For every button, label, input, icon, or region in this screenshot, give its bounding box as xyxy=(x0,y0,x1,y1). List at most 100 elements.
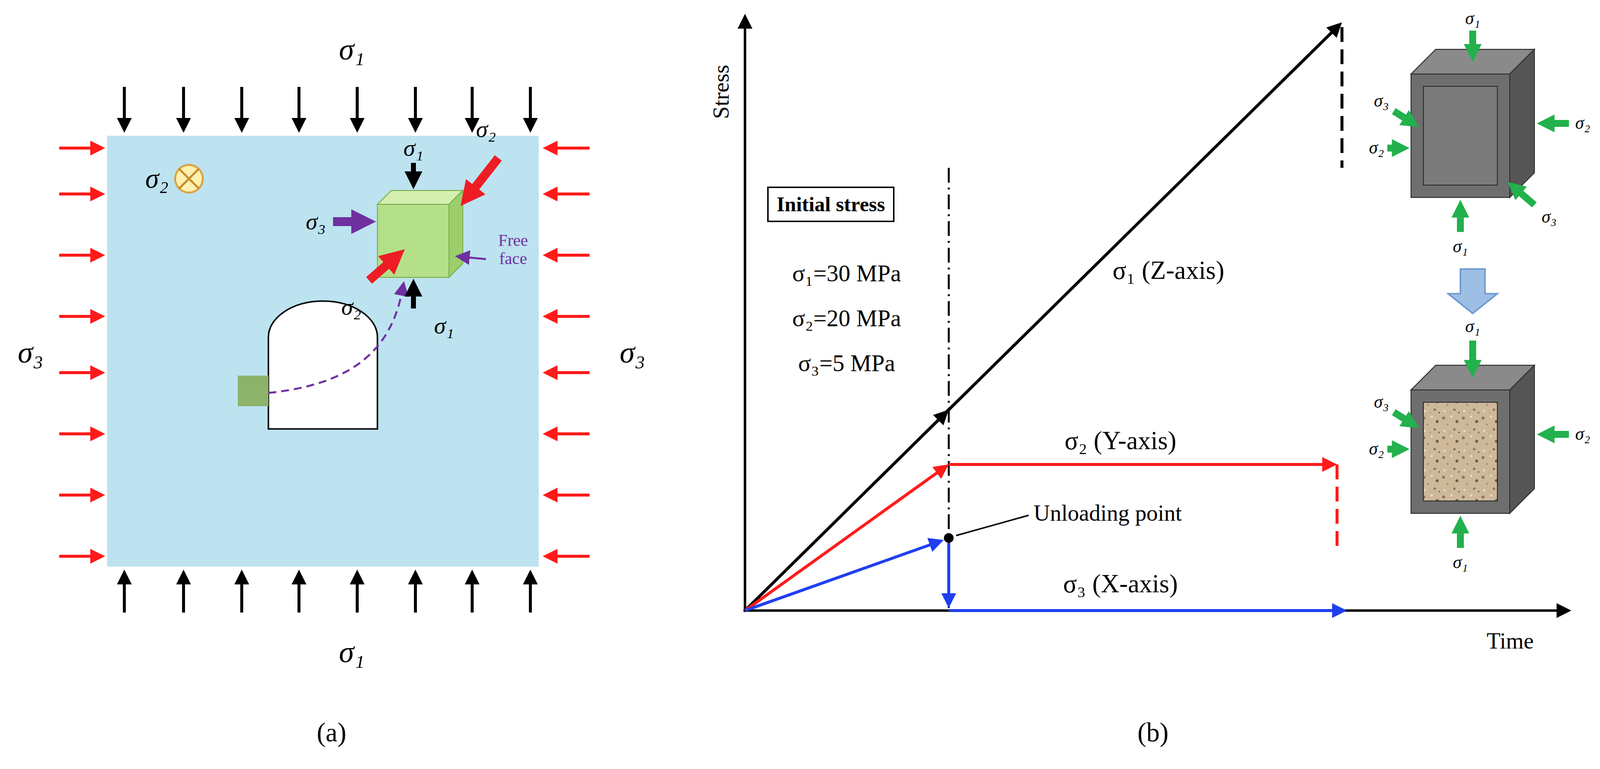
load-arrow xyxy=(1393,411,1409,422)
stress-symbol: σ₂ xyxy=(341,294,362,321)
sigma1-load-arrow xyxy=(122,86,126,123)
panel-caption: (b) xyxy=(1137,717,1169,747)
sigma1-arrow xyxy=(410,291,416,309)
sigma1-load-arrow xyxy=(470,86,474,123)
stress-value: σ₂=20 MPa xyxy=(792,305,901,332)
out-of-plane-symbol xyxy=(179,168,199,189)
stress-symbol: σ₁ xyxy=(1452,552,1468,573)
stress-symbol: σ₁ xyxy=(338,32,365,66)
sigma3-load-arrow xyxy=(553,192,590,196)
leader-arrow xyxy=(465,257,486,260)
specimen-cube xyxy=(1509,49,1535,198)
specimen-cube xyxy=(1423,86,1498,186)
sigma2-arrow xyxy=(369,260,392,281)
stress-symbol: σ₃ xyxy=(1374,91,1389,112)
sigma1-load-arrow xyxy=(470,579,474,613)
load-arrow xyxy=(1393,111,1409,121)
load-arrow xyxy=(1517,189,1535,205)
stress-symbol: σ₁ xyxy=(1465,8,1481,29)
specimen-cube xyxy=(1411,49,1535,198)
stress-symbol: σ₃ xyxy=(1374,392,1389,412)
stress-symbol: σ₂ xyxy=(1369,138,1384,158)
sigma1-load-arrow xyxy=(355,579,359,613)
stress-symbol: σ₁ xyxy=(338,634,365,669)
sigma3-load-arrow xyxy=(553,432,590,436)
specimen-cube xyxy=(1411,389,1510,514)
out-of-plane-symbol xyxy=(175,164,203,193)
sigma3-load-arrow xyxy=(59,146,95,150)
sigma3-load-arrow xyxy=(553,493,590,497)
axis-title: Time xyxy=(1486,628,1534,654)
sigma1-load-arrow xyxy=(297,86,301,123)
curve-label: σ₂ (Y-axis) xyxy=(1064,426,1177,455)
sigma2-arrow xyxy=(471,157,499,193)
sigma1-load-arrow xyxy=(182,86,186,123)
stress-symbol: σ₁ xyxy=(1465,316,1481,337)
sigma1-path xyxy=(744,416,942,611)
sigma1-load-arrow xyxy=(240,579,244,613)
load-arrow xyxy=(1549,119,1569,127)
panel-caption: (a) xyxy=(316,717,347,747)
out-of-plane-symbol xyxy=(179,168,199,189)
load-arrow xyxy=(1387,340,1569,548)
text-box: Initial stress xyxy=(767,186,895,223)
sigma3-path xyxy=(947,542,951,598)
specimen-cube xyxy=(1509,365,1535,514)
sigma3-load-arrow xyxy=(553,253,590,257)
leader-line xyxy=(956,515,1029,536)
sigma1-arrow xyxy=(410,162,416,177)
axis xyxy=(743,609,1562,612)
sigma3-load-arrow xyxy=(59,554,95,558)
sigma1-load-arrow xyxy=(413,86,417,123)
load-arrow xyxy=(1456,527,1464,548)
box-title: Initial stress xyxy=(776,192,886,216)
sigma3-load-arrow xyxy=(59,148,590,557)
transition-arrow xyxy=(1448,268,1498,314)
stress-symbol: σ₂ xyxy=(145,163,169,194)
element-cube xyxy=(377,190,463,205)
stress-symbol: σ₂ xyxy=(1575,113,1591,134)
stress-value: σ₃=5 MPa xyxy=(798,350,895,377)
annotation: Unloading point xyxy=(1033,500,1182,526)
sigma3-path xyxy=(948,608,1337,612)
rock-element xyxy=(237,375,269,407)
out-of-plane-symbol xyxy=(175,164,203,193)
stress-symbol: σ₃ xyxy=(17,334,44,369)
sigma2-path xyxy=(744,470,941,611)
sigma1-load-arrow xyxy=(528,579,532,613)
load-arrow xyxy=(1387,144,1398,152)
stress-symbol: σ₃ xyxy=(305,208,326,235)
axis xyxy=(743,24,1562,612)
sigma1-load-arrow xyxy=(528,86,532,123)
stress-symbol: σ₂ xyxy=(1575,424,1591,445)
stress-symbol: σ₁ xyxy=(403,135,424,162)
failure-line xyxy=(1335,464,1339,546)
sigma1-load-arrow xyxy=(124,86,531,613)
load-arrow xyxy=(1456,212,1464,232)
sigma1-load-arrow xyxy=(182,579,186,613)
sigma3-arrow xyxy=(333,217,359,226)
stress-symbol: σ₁ xyxy=(1452,236,1468,257)
sigma3-load-arrow xyxy=(553,146,590,150)
stress-symbol: σ₃ xyxy=(619,334,646,369)
sigma3-path xyxy=(744,543,934,611)
stress-symbol: σ₂ xyxy=(1369,439,1384,459)
sigma1-load-arrow xyxy=(297,579,301,613)
tunnel-outline xyxy=(268,300,378,429)
load-arrow xyxy=(1469,340,1477,366)
dashed-leader xyxy=(268,291,403,393)
sigma2-path xyxy=(948,462,1327,466)
axis-title: Stress xyxy=(708,64,735,119)
sigma3-load-arrow xyxy=(553,554,590,558)
sigma1-load-arrow xyxy=(413,579,417,613)
load-arrow xyxy=(1549,430,1569,438)
sigma3-load-arrow xyxy=(59,493,95,497)
sigma3-load-arrow xyxy=(59,432,95,436)
sigma1-load-arrow xyxy=(122,579,126,613)
curve-label: σ₁ (Z-axis) xyxy=(1112,256,1225,285)
stress-symbol: σ₁ xyxy=(434,312,454,339)
sigma3-load-arrow xyxy=(59,192,95,196)
rock-mass-region xyxy=(107,135,539,567)
